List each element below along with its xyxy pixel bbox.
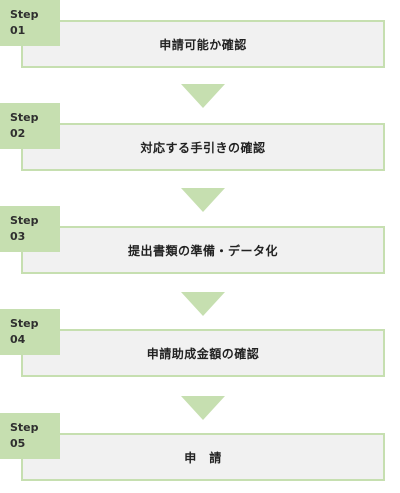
step-2-title: 対応する手引きの確認 bbox=[140, 140, 266, 155]
step-1-title: 申請可能か確認 bbox=[159, 37, 247, 52]
step-2: 対応する手引きの確認 Step 02 bbox=[0, 103, 400, 183]
step-1: 申請可能か確認 Step 01 bbox=[0, 0, 400, 80]
step-3-tab: Step 03 bbox=[0, 206, 60, 252]
step-1-number: 01 bbox=[10, 24, 26, 37]
step-3-box: 提出書類の準備・データ化 bbox=[21, 226, 385, 274]
step-4: 申請助成金額の確認 Step 04 bbox=[0, 309, 400, 389]
down-arrow-1 bbox=[181, 84, 225, 108]
step-2-tab: Step 02 bbox=[0, 103, 60, 149]
step-4-number: 04 bbox=[10, 333, 26, 346]
step-1-label: Step bbox=[10, 8, 39, 21]
step-1-tab: Step 01 bbox=[0, 0, 60, 46]
step-3: 提出書類の準備・データ化 Step 03 bbox=[0, 206, 400, 286]
step-3-title: 提出書類の準備・データ化 bbox=[127, 243, 278, 258]
step-4-tab: Step 04 bbox=[0, 309, 60, 355]
down-arrow-2 bbox=[181, 188, 225, 212]
step-5-tab: Step 05 bbox=[0, 413, 60, 459]
step-2-number: 02 bbox=[10, 127, 26, 140]
down-arrow-3 bbox=[181, 292, 225, 316]
step-2-label: Step bbox=[10, 111, 39, 124]
step-5: 申 請 Step 05 bbox=[0, 413, 400, 493]
step-2-box: 対応する手引きの確認 bbox=[21, 123, 385, 171]
down-arrow-4 bbox=[181, 396, 225, 420]
step-1-box: 申請可能か確認 bbox=[21, 20, 385, 68]
step-5-box: 申 請 bbox=[21, 433, 385, 481]
step-4-title: 申請助成金額の確認 bbox=[146, 346, 260, 361]
step-3-label: Step bbox=[10, 214, 39, 227]
step-5-label: Step bbox=[10, 421, 39, 434]
step-4-box: 申請助成金額の確認 bbox=[21, 329, 385, 377]
step-3-number: 03 bbox=[10, 230, 26, 243]
step-4-label: Step bbox=[10, 317, 39, 330]
step-5-title: 申 請 bbox=[184, 450, 222, 465]
step-5-number: 05 bbox=[10, 437, 26, 450]
